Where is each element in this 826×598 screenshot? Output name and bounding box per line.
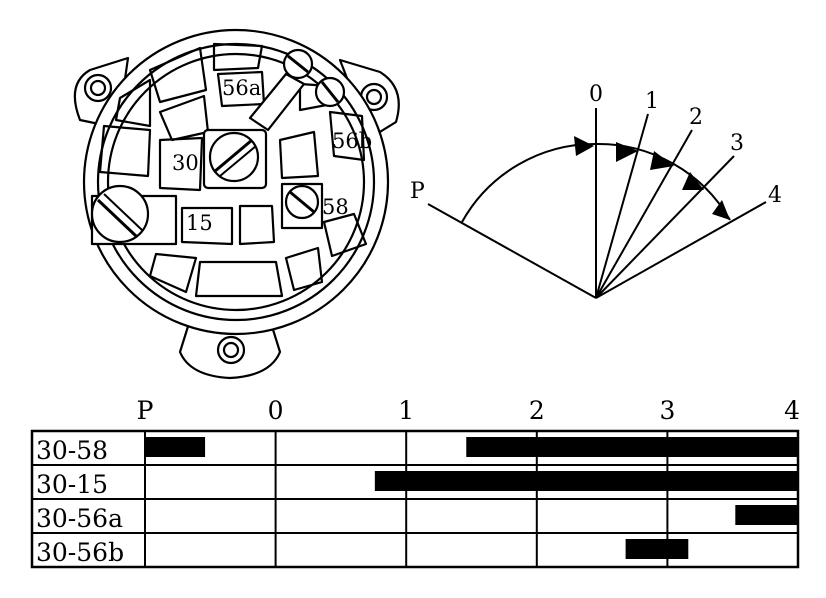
position-label-4: 4 bbox=[768, 183, 782, 208]
position-diagram: P 0 1 2 3 4 bbox=[410, 82, 782, 299]
terminal-15-slot bbox=[96, 198, 138, 238]
arrow-to-2-icon bbox=[650, 151, 674, 170]
terminal-30-slot bbox=[213, 138, 253, 174]
ray-4 bbox=[595, 201, 767, 299]
switch-face: 56a 30 56b 15 58 bbox=[73, 28, 400, 380]
terminal-label-56b: 56b bbox=[332, 129, 372, 153]
terminal-58-slot bbox=[289, 190, 315, 214]
table-header: P 0 1 2 3 4 bbox=[137, 396, 800, 425]
plate-center-low bbox=[238, 204, 276, 246]
table-grid bbox=[30, 429, 800, 569]
plate-bottom-right bbox=[284, 246, 324, 292]
contact-bar bbox=[145, 437, 206, 457]
table-row-label: 30-56b bbox=[36, 538, 124, 567]
table-header-position: 4 bbox=[784, 396, 800, 425]
arrow-to-0-icon bbox=[574, 136, 594, 156]
mount-hole-left-icon bbox=[83, 73, 113, 103]
table-header-position: 1 bbox=[398, 396, 414, 425]
plate-bottom-left bbox=[148, 252, 198, 294]
table-row: 30-56a bbox=[36, 504, 798, 533]
arrow-to-4-icon bbox=[712, 200, 730, 220]
mount-hole-bottom-icon bbox=[216, 335, 246, 365]
contact-bar bbox=[374, 471, 798, 491]
position-label-0: 0 bbox=[589, 82, 603, 107]
terminal-label-15: 15 bbox=[186, 211, 213, 235]
connector-strip bbox=[248, 72, 306, 132]
terminal-15-screw-icon bbox=[90, 184, 150, 244]
plate-right-mid bbox=[278, 130, 320, 180]
position-label-3: 3 bbox=[730, 131, 744, 156]
contact-bar bbox=[735, 505, 798, 525]
plate-15 bbox=[180, 206, 234, 246]
arrow-to-1-icon bbox=[616, 142, 638, 162]
contact-table: P 0 1 2 3 4 30-58 30-15 30-56a 30-56b bbox=[30, 396, 800, 569]
contact-bar bbox=[466, 437, 798, 457]
table-row-label: 30-58 bbox=[36, 436, 108, 465]
table-row: 30-15 bbox=[36, 470, 798, 499]
plate-30-left bbox=[158, 136, 204, 192]
table-header-position: 2 bbox=[529, 396, 545, 425]
ray-2 bbox=[595, 129, 693, 299]
flange-right bbox=[338, 58, 400, 140]
mount-hole-bottom-inner-icon bbox=[222, 341, 240, 359]
plate-right-low bbox=[322, 212, 368, 258]
table-row-label: 30-56a bbox=[36, 504, 123, 533]
terminal-label-56a: 56a bbox=[222, 76, 261, 100]
ray-P bbox=[427, 203, 597, 299]
terminal-label-58: 58 bbox=[322, 195, 349, 219]
flange-bottom bbox=[178, 318, 282, 380]
table-header-position: P bbox=[137, 396, 154, 425]
plate-top-left bbox=[148, 46, 208, 104]
table-header-position: 3 bbox=[659, 396, 675, 425]
position-label-P: P bbox=[410, 179, 425, 204]
table-row: 30-56b bbox=[36, 538, 689, 567]
plate-left-upper bbox=[114, 78, 152, 128]
mount-hole-right-inner-icon bbox=[365, 88, 383, 106]
position-label-1: 1 bbox=[645, 89, 659, 114]
table-row: 30-58 bbox=[36, 436, 798, 465]
contact-bar bbox=[625, 539, 689, 559]
mount-hole-left-inner-icon bbox=[89, 79, 107, 97]
terminal-label-30: 30 bbox=[172, 151, 199, 175]
table-row-label: 30-15 bbox=[36, 470, 108, 499]
rotation-arc bbox=[461, 142, 731, 223]
plate-56b bbox=[328, 110, 366, 162]
arrow-to-3-icon bbox=[682, 172, 704, 190]
housing-ring bbox=[106, 52, 366, 312]
ray-1 bbox=[595, 113, 649, 299]
position-label-2: 2 bbox=[689, 105, 703, 130]
ray-3 bbox=[595, 155, 735, 299]
plate-bottom-mid bbox=[194, 260, 284, 298]
table-header-position: 0 bbox=[268, 396, 284, 425]
table-rows: 30-58 30-15 30-56a 30-56b bbox=[36, 436, 798, 567]
plate-left-mid bbox=[98, 124, 152, 178]
plate-top-mid bbox=[212, 42, 264, 72]
